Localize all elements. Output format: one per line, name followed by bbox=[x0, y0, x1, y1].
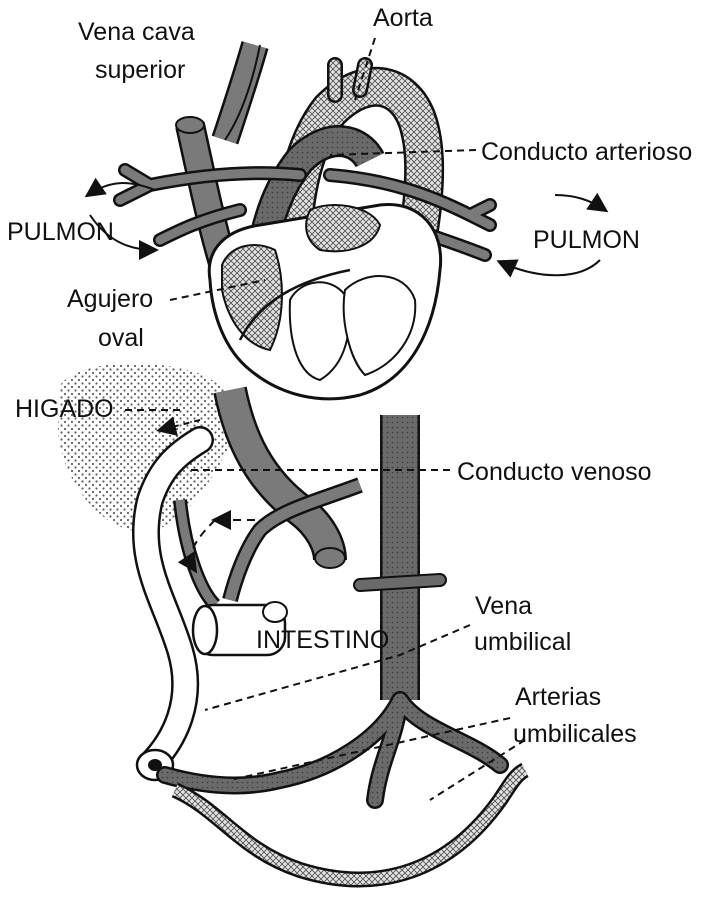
label-vena-cava-line2: superior bbox=[95, 56, 185, 84]
label-vena-cava-line1: Vena cava bbox=[78, 18, 195, 46]
label-higado: HIGADO bbox=[15, 395, 114, 423]
label-conducto-arterioso: Conducto arterioso bbox=[481, 138, 692, 166]
label-arterias-line1: Arterias bbox=[515, 683, 601, 711]
label-vena-umbilical-line2: umbilical bbox=[474, 628, 571, 656]
label-vena-umbilical-line1: Vena bbox=[475, 592, 532, 620]
label-pulmon-left: PULMON bbox=[7, 218, 114, 246]
label-intestino: INTESTINO bbox=[256, 626, 389, 654]
label-agujero-line1: Agujero bbox=[67, 285, 153, 313]
heart bbox=[209, 204, 440, 398]
right-lung-arrows bbox=[555, 195, 605, 210]
label-pulmon-right: PULMON bbox=[533, 226, 640, 254]
label-agujero-line2: oval bbox=[98, 324, 144, 352]
label-arterias-line2: umbilicales bbox=[513, 720, 637, 748]
label-conducto-venoso: Conducto venoso bbox=[457, 458, 652, 486]
label-aorta: Aorta bbox=[373, 4, 433, 32]
